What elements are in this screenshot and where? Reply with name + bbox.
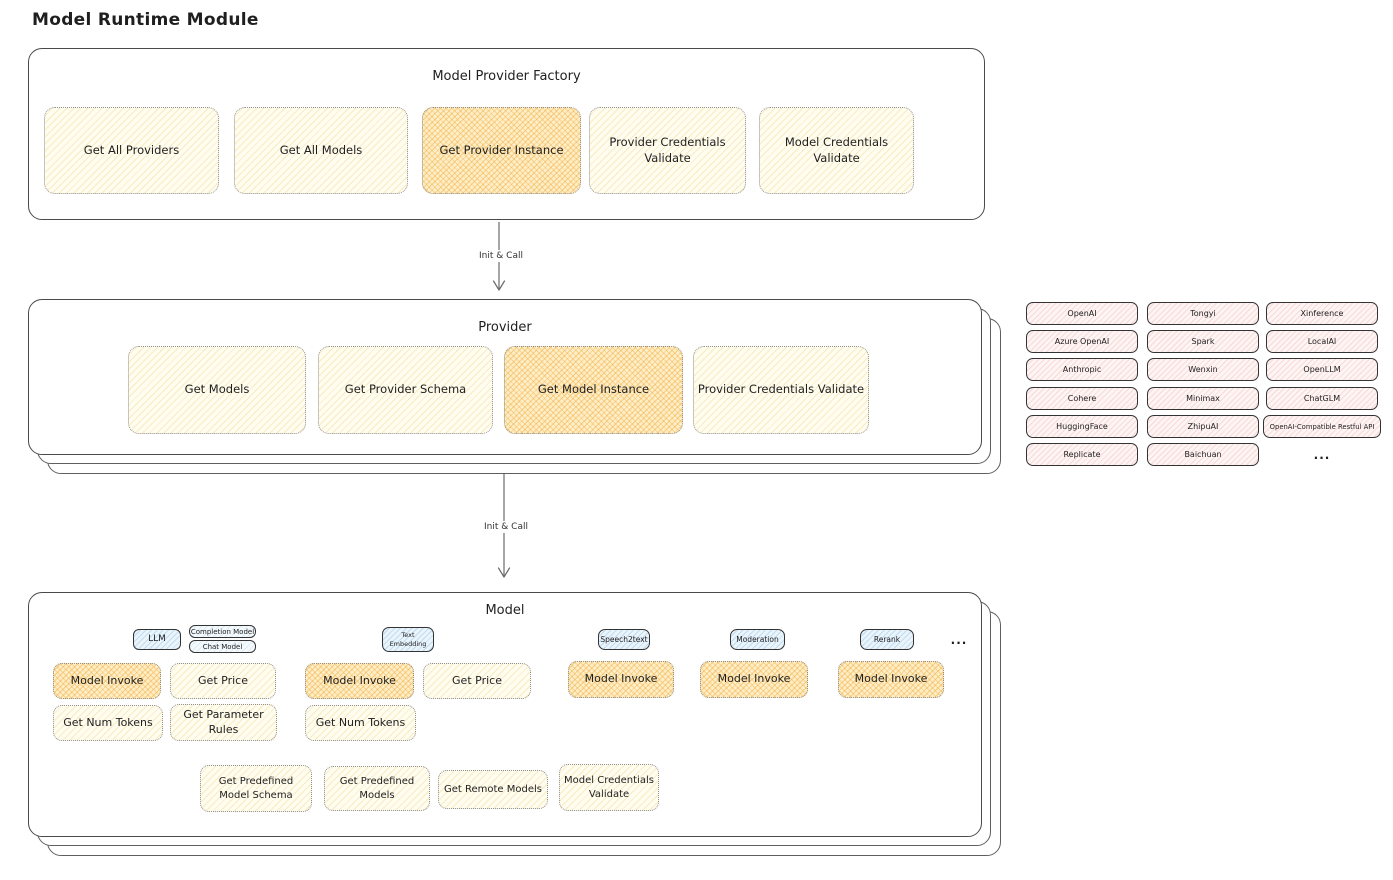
model-title: Model [485,603,525,618]
model-tag-text-embedding: Text Embedding [382,627,434,652]
factory-box-model-credentials-validate: Model Credentials Validate [759,107,914,194]
op-label: Get Price [198,673,248,687]
provider-box-label: Provider Credentials Validate [697,382,865,397]
providers-more-ellipsis: ... [1313,447,1331,462]
providers-grid: OpenAI Tongyi Xinference Azure OpenAI Sp… [1026,300,1388,470]
model-op-get-price-text-embedding: Get Price [423,663,531,699]
factory-box-get-provider-instance: Get Provider Instance [422,107,581,194]
model-op-get-remote-models: Get Remote Models [438,770,548,809]
model-op-get-predefined-models: Get Predefined Models [324,766,430,811]
provider-box-label: Get Provider Schema [344,382,467,397]
op-label: Get Remote Models [444,783,542,795]
provider-chip-azure-openai: Azure OpenAI [1026,330,1138,353]
provider-title: Provider [478,320,532,335]
op-label: Model Invoke [70,673,144,687]
factory-box-label: Get All Providers [83,142,180,157]
op-label: Model Invoke [854,672,928,686]
op-label: Get Predefined Models [339,776,415,801]
model-tag-speech2text: Speech2text [598,629,650,650]
provider-box-label: Get Models [184,382,250,397]
provider-chip-chatglm: ChatGLM [1266,387,1378,410]
model-op-model-invoke-rerank: Model Invoke [838,661,944,698]
provider-box-get-model-instance: Get Model Instance [504,346,683,434]
provider-chip-replicate: Replicate [1026,443,1138,466]
op-label: Get Price [452,673,502,687]
provider-chip-openllm: OpenLLM [1266,358,1378,381]
factory-box-label: Get Provider Instance [439,142,564,157]
provider-box-provider-credentials-validate: Provider Credentials Validate [693,346,869,434]
model-container: Model LLM Completion Model Chat Model Te… [28,592,982,837]
provider-chip-openai-compatible-restful-api: OpenAI-Compatible Restful API [1263,415,1381,438]
init-call-label-2: Init & Call [467,521,545,533]
op-label: Get Predefined Model Schema [218,776,294,801]
model-op-get-num-tokens-text-embedding: Get Num Tokens [305,705,416,741]
provider-chip-localai: LocalAI [1266,330,1378,353]
provider-container: Provider Get Models Get Provider Schema … [28,299,982,455]
model-tag-completion-model: Completion Model [189,625,256,638]
factory-box-provider-credentials-validate: Provider Credentials Validate [589,107,746,194]
model-op-get-parameter-rules-llm: Get Parameter Rules [170,704,277,741]
provider-chip-xinference: Xinference [1266,302,1378,325]
model-op-model-invoke-llm: Model Invoke [53,663,161,699]
model-op-get-price-llm: Get Price [170,663,276,699]
provider-chip-spark: Spark [1147,330,1259,353]
provider-chip-minimax: Minimax [1147,387,1259,410]
model-op-model-invoke-moderation: Model Invoke [700,661,808,698]
provider-chip-anthropic: Anthropic [1026,358,1138,381]
provider-box-label: Get Model Instance [537,382,650,397]
factory-container: Model Provider Factory Get All Providers… [28,48,985,220]
factory-box-label: Model Credentials Validate [784,134,889,165]
model-op-model-invoke-speech2text: Model Invoke [568,661,674,698]
provider-chip-huggingface: HuggingFace [1026,415,1138,438]
factory-title: Model Provider Factory [432,69,581,84]
op-label: Get Num Tokens [63,715,153,729]
provider-box-get-provider-schema: Get Provider Schema [318,346,493,434]
model-tag-rerank: Rerank [860,629,914,650]
model-tags-more-ellipsis: ... [950,633,968,647]
factory-box-get-all-providers: Get All Providers [44,107,219,194]
factory-box-label: Provider Credentials Validate [609,134,726,165]
op-label: Get Parameter Rules [183,707,264,736]
model-op-get-num-tokens-llm: Get Num Tokens [53,705,163,741]
init-call-label-1: Init & Call [462,250,540,262]
op-label: Get Num Tokens [315,715,406,729]
op-label: Model Invoke [584,672,658,686]
provider-chip-baichuan: Baichuan [1147,443,1259,466]
op-label: Model Credentials Validate [564,775,654,800]
op-label: Model Invoke [717,672,791,686]
provider-chip-wenxin: Wenxin [1147,358,1259,381]
provider-chip-openai: OpenAI [1026,302,1138,325]
provider-box-get-models: Get Models [128,346,306,434]
provider-chip-zhipuai: ZhipuAI [1147,415,1259,438]
model-tag-moderation: Moderation [730,629,785,650]
factory-box-get-all-models: Get All Models [234,107,408,194]
model-op-model-credentials-validate: Model Credentials Validate [559,764,659,811]
op-label: Model Invoke [323,673,396,687]
diagram-title: Model Runtime Module [32,10,259,30]
model-tag-llm: LLM [133,629,181,650]
model-op-get-predefined-model-schema: Get Predefined Model Schema [200,765,312,812]
provider-chip-cohere: Cohere [1026,387,1138,410]
provider-chip-tongyi: Tongyi [1147,302,1259,325]
factory-box-label: Get All Models [279,142,363,157]
model-op-model-invoke-text-embedding: Model Invoke [305,663,414,699]
model-tag-chat-model: Chat Model [189,640,256,653]
